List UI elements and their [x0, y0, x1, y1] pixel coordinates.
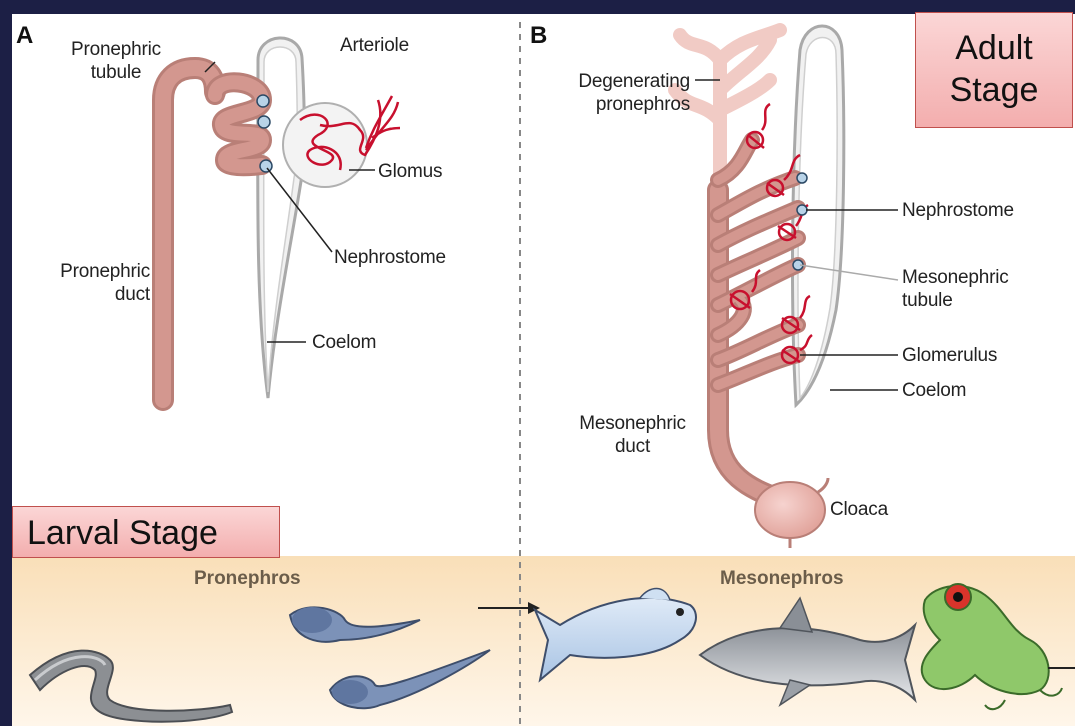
label-coelom-b: Coelom [902, 379, 966, 402]
label-mesonephric-tubule: Mesonephric tubule [902, 266, 1009, 312]
label-mesonephric-duct: Mesonephric duct [565, 412, 700, 458]
cloaca [755, 482, 825, 538]
label-pronephros: Pronephros [194, 568, 301, 590]
panel-b-letter: B [530, 22, 547, 50]
label-coelom-a: Coelom [312, 331, 376, 354]
label-degenerating-pronephros: Degenerating pronephros [530, 70, 690, 116]
label-glomus: Glomus [378, 160, 442, 183]
glomus-circle [283, 103, 367, 187]
label-cloaca: Cloaca [830, 498, 888, 521]
adult-stage-callout: Adult Stage [915, 12, 1073, 128]
label-arteriole: Arteriole [340, 34, 409, 57]
panel-a-letter: A [16, 22, 33, 50]
label-glomerulus: Glomerulus [902, 344, 997, 367]
label-pronephric-duct: Pronephric duct [20, 260, 150, 306]
label-pronephric-tubule: Pronephric tubule [56, 38, 176, 84]
label-nephrostome-b: Nephrostome [902, 199, 1014, 222]
label-nephrostome-a: Nephrostome [334, 246, 446, 269]
larval-stage-callout: Larval Stage [12, 506, 280, 558]
label-mesonephros: Mesonephros [720, 568, 844, 590]
